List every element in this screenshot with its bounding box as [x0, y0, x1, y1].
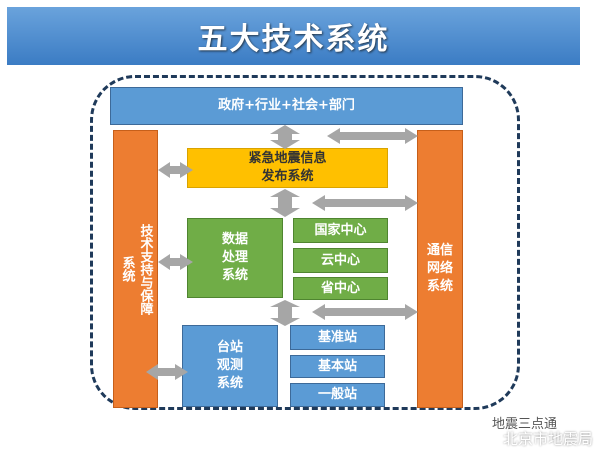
horizontal-arrow-left-yellow — [158, 162, 193, 178]
general-station-box: 一般站 — [290, 383, 385, 407]
tech-support-label: 技术支持与保障系统 — [119, 223, 153, 315]
tech-support-box: 技术支持与保障系统 — [113, 130, 158, 408]
vertical-arrow-top — [270, 125, 300, 149]
reference-station-box: 基准站 — [290, 325, 385, 350]
basic-station-box: 基本站 — [290, 355, 385, 378]
network-box: 通信网络系统 — [417, 130, 463, 408]
horizontal-arrow-left-station — [146, 364, 188, 380]
national-center-box: 国家中心 — [293, 218, 388, 243]
network-label: 通信网络系统 — [426, 243, 453, 294]
horizontal-arrow-top-right — [327, 128, 418, 144]
watermark-line1: 地震三点通 — [492, 417, 558, 432]
provincial-center-box: 省中心 — [293, 277, 388, 300]
government-industry-box: 政府+行业+社会+部门 — [110, 87, 463, 125]
horizontal-arrow-low-right — [312, 304, 418, 320]
warning-release-box: 紧急地震信息 发布系统 — [187, 148, 388, 188]
cloud-center-box: 云中心 — [293, 248, 388, 273]
data-processing-box: 数据 处理 系统 — [187, 218, 283, 298]
horizontal-arrow-left-data — [158, 254, 193, 270]
page-title: 五大技术系统 — [7, 7, 580, 65]
system-boundary — [90, 75, 520, 410]
horizontal-arrow-mid-right — [312, 195, 418, 211]
vertical-arrow-low — [270, 300, 300, 326]
vertical-arrow-mid — [270, 189, 300, 217]
station-observation-box: 台站 观测 系统 — [182, 325, 278, 407]
watermark-line2: 北京市地震局 — [503, 430, 594, 448]
